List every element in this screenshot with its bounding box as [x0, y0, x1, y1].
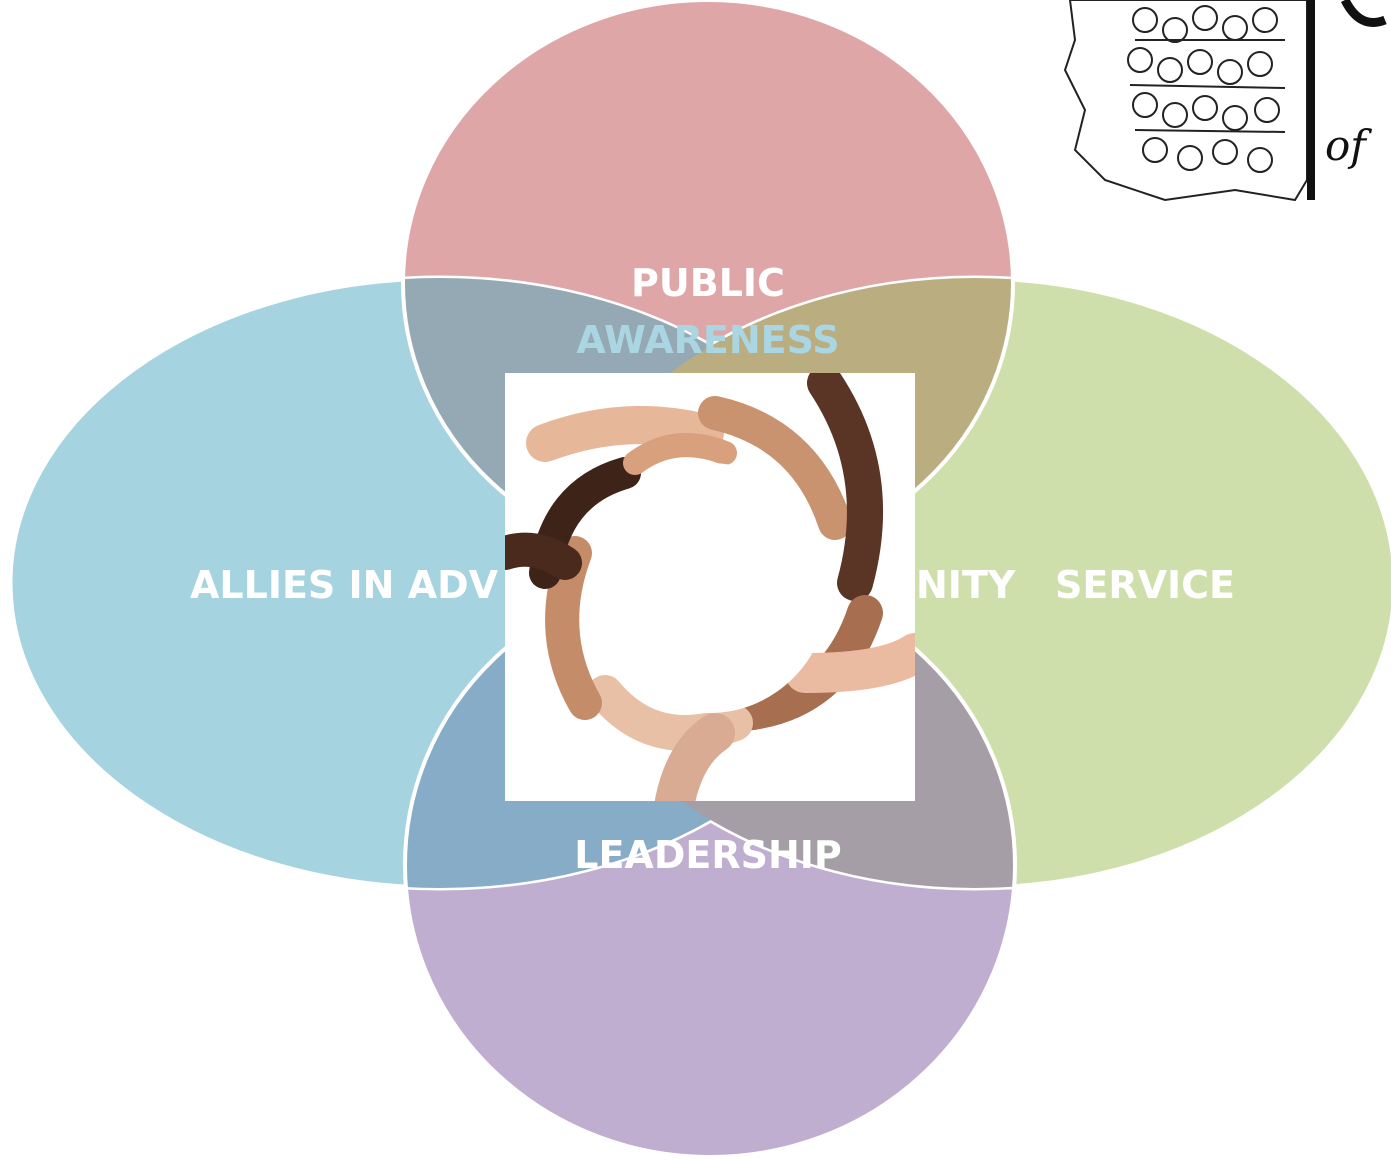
- label-community-part: NITY: [916, 563, 1016, 607]
- organization-logo: of: [1045, 0, 1391, 232]
- logo-text: of: [1325, 121, 1372, 170]
- label-service: SERVICE: [1055, 563, 1235, 607]
- label-public: PUBLIC: [631, 261, 785, 305]
- label-awareness: AWARENESS: [576, 318, 839, 362]
- label-leadership: LEADERSHIP: [574, 833, 842, 877]
- hands-circle-photo: [505, 373, 915, 801]
- crowd-icon: [1127, 5, 1286, 173]
- label-allies-in-advocacy: ALLIES IN ADV: [190, 563, 499, 607]
